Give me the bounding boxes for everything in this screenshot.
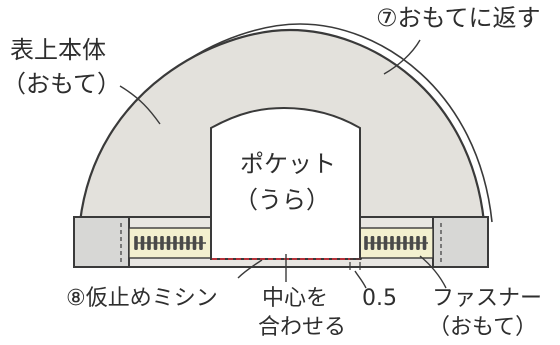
zipper-tooth: [377, 236, 381, 250]
label-pocket-line1: ポケット: [240, 150, 336, 178]
zipper-tooth: [166, 236, 171, 250]
zipper-tooth: [396, 236, 401, 250]
zipper-tooth: [186, 236, 190, 250]
zipper-tooth: [173, 236, 177, 250]
leader-line-outer-body: [119, 85, 161, 125]
pocket-shape: [210, 106, 361, 260]
zipper-tooth: [364, 236, 368, 250]
zipper-tooth: [147, 236, 151, 250]
right-end-tab: [432, 216, 489, 268]
zipper-tooth: [134, 236, 138, 250]
zipper-tooth: [160, 236, 164, 250]
leader-line-turn: [383, 39, 421, 75]
label-seam-allowance: 0.5: [362, 286, 397, 311]
left-end-tab: [73, 216, 130, 268]
label-outer-body-line2: （おもて）: [2, 70, 121, 98]
zipper-teeth-icon-right: [364, 236, 428, 250]
leader-line-baste: [237, 259, 263, 279]
leader-line-seam: [354, 270, 367, 289]
leader-line-zipper: [419, 255, 447, 289]
label-align-center-line1: 中心を: [262, 286, 328, 311]
label-turn-right-side-out: ⑦おもてに返す: [376, 4, 541, 32]
label-outer-body-line1: 表上本体: [10, 36, 106, 64]
zipper-tooth: [192, 236, 197, 250]
zipper-tooth: [390, 236, 394, 250]
zipper-tooth: [370, 236, 375, 250]
zipper-tooth: [383, 236, 388, 250]
zipper-tooth: [416, 236, 420, 250]
zipper-tooth: [422, 236, 427, 250]
zipper-teeth-icon-left: [134, 236, 206, 250]
label-pocket-line2: （うら）: [234, 186, 330, 214]
zipper-tooth: [403, 236, 407, 250]
label-zipper-line1: ファスナー: [432, 286, 542, 311]
zipper-tooth: [179, 236, 184, 250]
label-baste-stitch: ⑧仮止めミシン: [66, 286, 218, 311]
label-zipper-line2: （おもて）: [428, 315, 537, 340]
zipper-tooth: [140, 236, 145, 250]
zipper-tooth: [199, 236, 203, 250]
zipper-tooth: [409, 236, 414, 250]
zipper-tooth: [153, 236, 158, 250]
label-align-center-line2: 合わせる: [258, 315, 346, 340]
